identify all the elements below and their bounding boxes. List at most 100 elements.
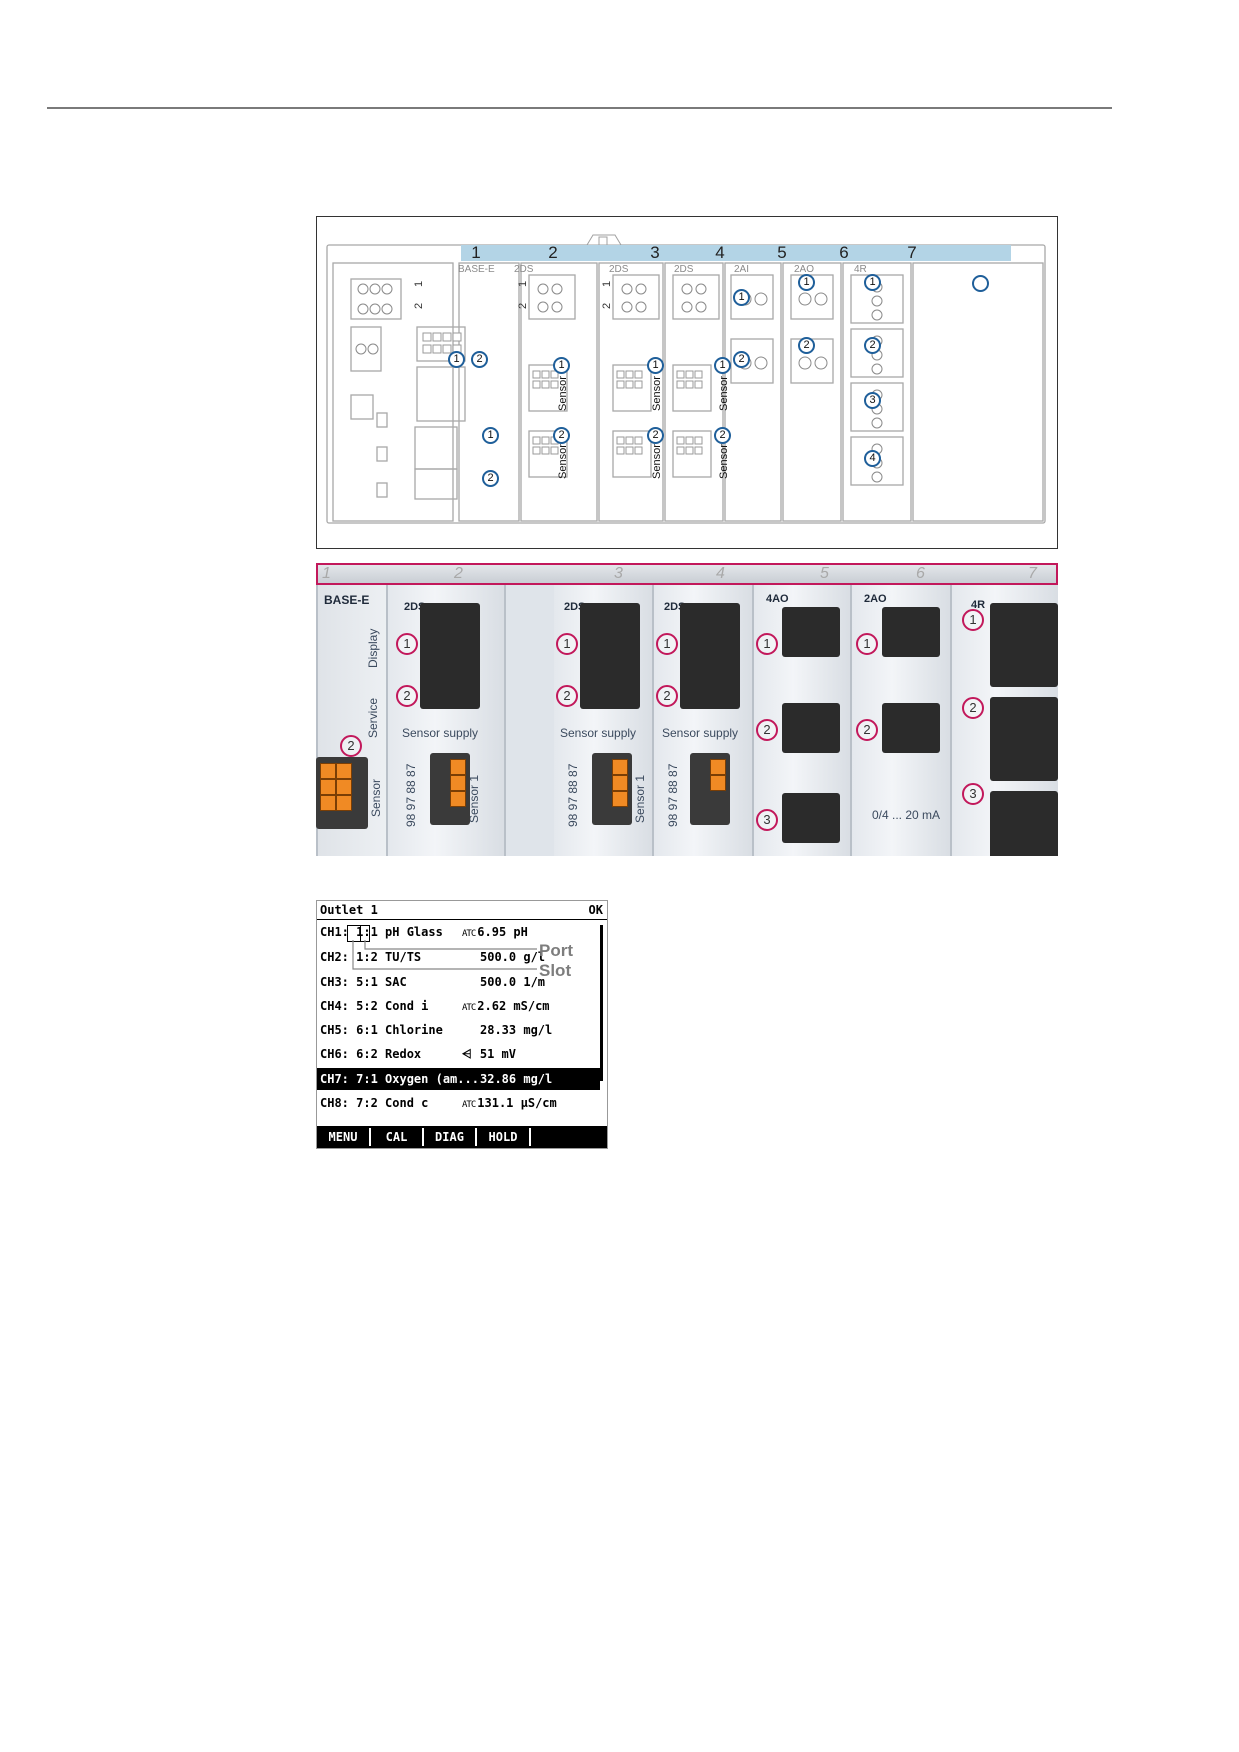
slot-strip	[316, 563, 1058, 585]
terminal-block	[990, 697, 1058, 781]
terminal-numbers: 98 97 88 87	[404, 763, 418, 827]
module-label: 2AO	[794, 264, 815, 275]
channel-row[interactable]: CH6: 6:2 Redox ⩤ 51 mV	[317, 1043, 600, 1065]
slot-number: 6	[839, 243, 849, 262]
spring-clip	[450, 759, 466, 775]
terminal-block	[990, 603, 1058, 687]
cal-softkey[interactable]: CAL	[371, 1128, 424, 1146]
display-header: Outlet 1 OK	[317, 901, 607, 920]
port-marker: 4	[864, 450, 881, 467]
module-photo: 1 2 3 4 5 6 7 BASE-E 2DS 2DS 2DS 4AO 2AO…	[316, 563, 1058, 856]
slot-number-bar	[461, 245, 1011, 261]
spring-clip	[612, 759, 628, 775]
spring-clip	[710, 759, 726, 775]
spring-clip	[336, 779, 352, 795]
sensor-label: Sensor	[651, 376, 663, 411]
module-label: BASE-E	[324, 593, 370, 607]
terminal-block	[680, 603, 740, 709]
channel-row[interactable]: CH3: 5:1 SAC 500.0 1/m	[317, 971, 600, 993]
port-label: 2	[517, 302, 529, 309]
slot-digit: 7	[1028, 565, 1037, 582]
service-label: Service	[366, 697, 380, 738]
port-marker: 2	[756, 719, 778, 741]
channel-row[interactable]: CH2: 1:2 TU/TS 500.0 g/l	[317, 946, 600, 968]
slot-highlight	[347, 925, 361, 942]
module-gap	[504, 585, 554, 856]
port-marker: 1	[556, 633, 578, 655]
terminal-block	[882, 607, 940, 657]
blank-softkey[interactable]	[531, 1128, 605, 1146]
channel-value: 32.86 mg/l	[480, 1072, 553, 1086]
sensor-label: Sensor	[718, 444, 730, 479]
module-label: 4AO	[766, 593, 789, 605]
terminal-numbers: 98 97 88 87	[666, 763, 680, 827]
channel-value: 51 mV	[479, 1047, 516, 1061]
module-label: 2AI	[734, 264, 750, 275]
port-marker: 3	[962, 783, 984, 805]
port-marker: 1	[962, 609, 984, 631]
terminal-block	[882, 703, 940, 753]
spring-clip	[612, 791, 628, 807]
port-marker: 1	[798, 274, 815, 291]
channel-label: CH6: 6:2 Redox	[320, 1047, 422, 1061]
port-label: 1	[601, 280, 613, 287]
terminal-block	[580, 603, 640, 709]
port-marker: 2	[340, 735, 362, 757]
hold-softkey[interactable]: HOLD	[477, 1128, 531, 1146]
display-label: Display	[366, 628, 380, 668]
spring-clip	[612, 775, 628, 791]
slot-digit: 6	[916, 565, 925, 582]
slot-number: 4	[715, 243, 725, 262]
port-marker: 1	[396, 633, 418, 655]
channel-row-selected[interactable]: CH7: 7:1 Oxygen (am... 32.86 mg/l	[317, 1068, 600, 1090]
channel-label: CH4: 5:2 Cond i	[320, 999, 429, 1013]
port-marker: 2	[471, 351, 488, 368]
module-label: 2AO	[864, 593, 887, 605]
channel-label: CH8: 7:2 Cond c	[320, 1096, 429, 1110]
port-label: 1	[517, 280, 529, 287]
header-rule	[47, 107, 1112, 109]
slot-number: 3	[650, 243, 660, 262]
range-label: 0/4 ... 20 mA	[872, 808, 941, 822]
spring-clip	[450, 791, 466, 807]
port-marker: 2	[798, 337, 815, 354]
legend-marker	[972, 275, 989, 292]
port-label: 2	[413, 302, 425, 309]
spring-clip	[320, 795, 336, 811]
port-marker: 2	[856, 719, 878, 741]
port-marker: 3	[756, 809, 778, 831]
spring-clip	[336, 763, 352, 779]
port-marker: 2	[396, 685, 418, 707]
channel-value: 2.62 mS/cm	[477, 999, 550, 1013]
slot-digit: 2	[454, 565, 463, 582]
spring-clip	[336, 795, 352, 811]
sensor-label: Sensor	[557, 376, 569, 411]
sensor-supply-label: Sensor supply	[402, 726, 479, 740]
terminal-numbers: 98 97 88 87	[566, 763, 580, 827]
port-marker: 1	[448, 351, 465, 368]
atc-icon: ATC	[462, 1100, 476, 1110]
slot-number: 7	[907, 243, 917, 262]
menu-softkey[interactable]: MENU	[317, 1128, 371, 1146]
terminal-block	[782, 703, 840, 753]
slot-digit: 3	[614, 565, 623, 582]
spring-clip	[710, 775, 726, 791]
terminal-block	[420, 603, 480, 709]
slot-number: 1	[471, 243, 481, 262]
module-label: 4R	[971, 599, 986, 611]
atc-icon: ATC	[462, 1003, 476, 1013]
module-label: 2DS	[609, 264, 629, 275]
channel-label: CH3: 5:1 SAC	[320, 975, 407, 989]
spring-clip	[320, 763, 336, 779]
port-marker: 1	[482, 427, 499, 444]
diag-softkey[interactable]: DIAG	[424, 1128, 477, 1146]
softkey-bar: MENU CAL DIAG HOLD	[317, 1126, 607, 1148]
channel-row[interactable]: CH5: 6:1 Chlorine 28.33 mg/l	[317, 1019, 600, 1041]
display-title: Outlet 1	[320, 903, 378, 917]
atc-icon: ATC	[462, 929, 476, 939]
scrollbar[interactable]	[600, 925, 603, 1081]
module-label: BASE-E	[458, 264, 495, 275]
